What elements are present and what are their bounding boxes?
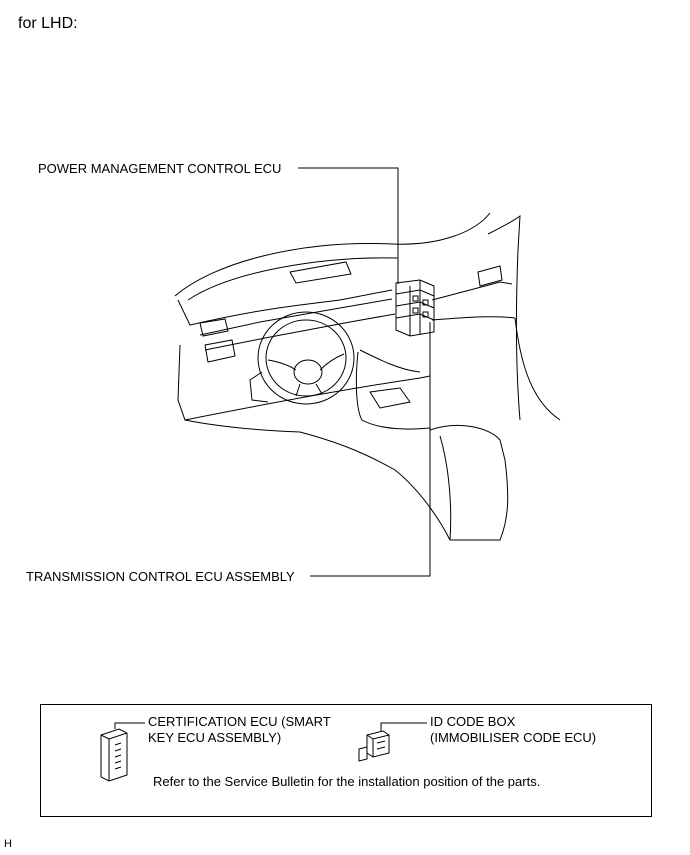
center-console-top	[359, 349, 421, 373]
center-display	[289, 261, 352, 284]
certification-ecu-label-line2: KEY ECU ASSEMBLY)	[148, 730, 282, 745]
leader-transmission	[310, 322, 431, 577]
left-air-vent	[199, 318, 229, 337]
left-lower-vent	[204, 339, 236, 363]
floor-line-left	[299, 431, 451, 541]
id-code-box-illustration	[358, 730, 390, 762]
ecu-stack	[395, 279, 435, 337]
steering-wheel-spoke-bottom	[295, 383, 323, 397]
right-dash-contour	[431, 281, 513, 301]
steering-column	[249, 371, 269, 403]
steering-wheel-spoke-right	[319, 353, 345, 371]
steering-wheel-hub	[293, 359, 323, 385]
certification-ecu-label-line1: CERTIFICATION ECU (SMART	[148, 714, 331, 729]
leader-certification-ecu	[114, 722, 145, 729]
steering-wheel-outer	[257, 311, 355, 405]
dashboard-right-edge	[487, 214, 521, 421]
lower-panel-line	[184, 419, 301, 433]
dash-lower-strip	[204, 313, 396, 351]
right-dash-lower	[431, 316, 516, 321]
steering-wheel-spoke-left	[267, 359, 297, 371]
dashboard-illustration	[174, 167, 561, 577]
steering-wheel-inner	[265, 319, 347, 397]
leader-id-code-box	[380, 722, 427, 731]
console-armrest-side	[439, 435, 452, 541]
dash-mid-strip	[199, 298, 393, 336]
dashboard-left-panel	[177, 289, 393, 326]
center-console-left	[355, 351, 431, 430]
legend-box: CERTIFICATION ECU (SMART KEY ECU ASSEMBL…	[40, 704, 652, 817]
right-air-vent	[477, 265, 503, 287]
console-storage	[369, 387, 411, 409]
id-code-box-label-line2: (IMMOBILISER CODE ECU)	[430, 730, 597, 745]
footer-code: H	[4, 838, 12, 850]
certification-ecu-illustration	[100, 728, 128, 782]
console-armrest-top	[429, 424, 506, 461]
floor-line-right	[514, 317, 561, 421]
dashboard-top-inner	[187, 257, 399, 301]
console-armrest-right	[450, 459, 509, 541]
dashboard-top-outline	[174, 212, 491, 297]
power-management-ecu-label: POWER MANAGEMENT CONTROL ECU	[38, 161, 282, 176]
page-heading: for LHD:	[18, 15, 78, 32]
service-bulletin-note: Refer to the Service Bulletin for the in…	[153, 774, 541, 789]
dash-lower-contour	[177, 344, 431, 421]
transmission-control-ecu-label: TRANSMISSION CONTROL ECU ASSEMBLY	[26, 569, 295, 584]
leader-power-management	[298, 167, 399, 284]
id-code-box-label-line1: ID CODE BOX	[430, 714, 516, 729]
legend-parts-illustration	[100, 722, 427, 782]
